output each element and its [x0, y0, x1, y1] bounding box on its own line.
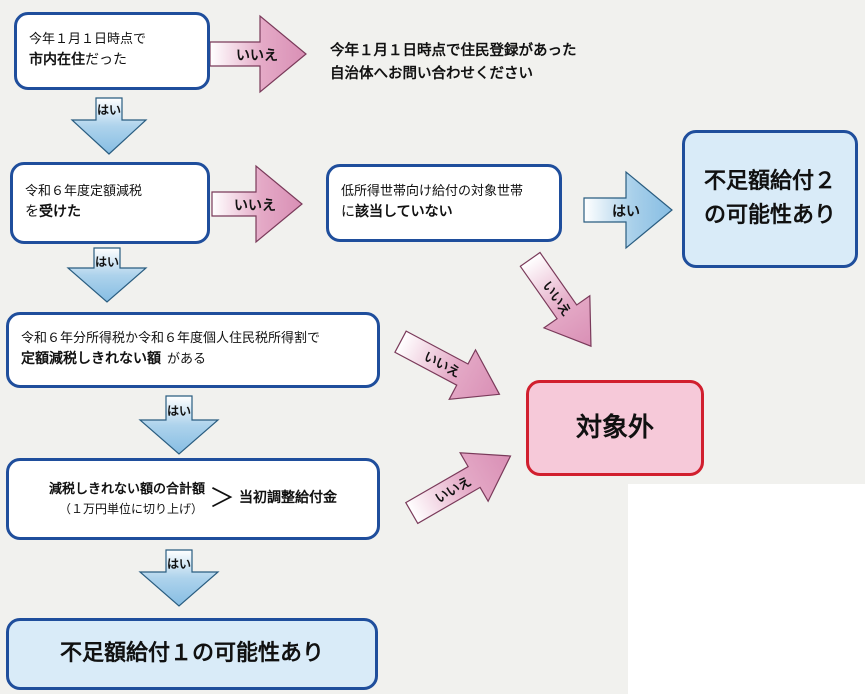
note-line-1: 今年１月１日時点で住民登録があった [330, 43, 577, 59]
question-line: 令和６年分所得税か令和６年度個人住民税所得割で [21, 331, 321, 347]
question-line: 低所得世帯向け給付の対象世帯 [341, 184, 524, 200]
no-arrow-3: いいえ [519, 251, 592, 348]
yes-arrow-3: はい [138, 395, 220, 455]
question-emphasis: 該当していない [355, 204, 453, 221]
yes-label-4: はい [167, 557, 191, 571]
no-arrow-5: いいえ [404, 452, 512, 525]
question-prefix: に [341, 204, 355, 221]
question-box-tax-reduction: 令和６年度定額減税 を受けた [10, 162, 210, 244]
question-suffix: がある [167, 352, 207, 368]
yes-label-right: はい [612, 204, 640, 220]
question-emphasis: 減税しきれない額の合計額 [48, 481, 205, 497]
yes-arrow-2: はい [66, 247, 148, 303]
yes-arrow-1: はい [70, 97, 148, 155]
yes-label-2: はい [95, 255, 119, 269]
question-line: 今年１月１日時点で [29, 32, 147, 48]
no-label-2: いいえ [234, 198, 276, 214]
yes-label-1: はい [97, 103, 121, 117]
question-emphasis: 市内在住 [29, 52, 85, 69]
question-prefix: を [25, 204, 39, 221]
yes-arrow-right: はい [583, 170, 673, 250]
question-emphasis: 定額減税しきれない額 [21, 351, 161, 368]
no-label-1: いいえ [236, 48, 278, 64]
question-box-compare-amount: 減税しきれない額の合計額 （１万円単位に切り上げ） ＞ 当初調整給付金 [6, 458, 380, 540]
no-arrow-1: いいえ [209, 14, 307, 94]
note-line-2: 自治体へお問い合わせください [330, 66, 533, 83]
result-box-not-eligible: 対象外 [526, 380, 704, 476]
yes-label-3: はい [167, 404, 191, 418]
result-text: 不足額給付１の可能性あり [59, 640, 324, 666]
question-box-low-income: 低所得世帯向け給付の対象世帯 に該当していない [326, 164, 562, 242]
result-line-1: 不足額給付２ [703, 168, 836, 194]
greater-than-sign: ＞ [209, 483, 236, 514]
yes-arrow-4: はい [138, 549, 220, 607]
question-box-uncovered-amount: 令和６年分所得税か令和６年度個人住民税所得割で 定額減税しきれない額がある [6, 312, 380, 388]
question-box-residence: 今年１月１日時点で 市内在住だった [14, 12, 210, 90]
question-compare: 当初調整給付金 [239, 490, 338, 507]
question-emphasis: 受けた [39, 204, 81, 221]
result-text: 対象外 [575, 412, 654, 443]
result-box-shortfall-2: 不足額給付２ の可能性あり [682, 130, 858, 268]
question-note: （１万円単位に切り上げ） [58, 501, 203, 516]
question-suffix: だった [85, 52, 127, 69]
no-arrow-4: いいえ [394, 330, 501, 401]
contact-municipality-note: 今年１月１日時点で住民登録があった 自治体へお問い合わせください [330, 40, 660, 86]
question-line: 令和６年度定額減税 [25, 184, 143, 200]
background-cutout [628, 484, 865, 694]
result-box-shortfall-1: 不足額給付１の可能性あり [6, 618, 378, 690]
result-line-2: の可能性あり [703, 203, 836, 228]
no-arrow-2: いいえ [211, 164, 303, 244]
